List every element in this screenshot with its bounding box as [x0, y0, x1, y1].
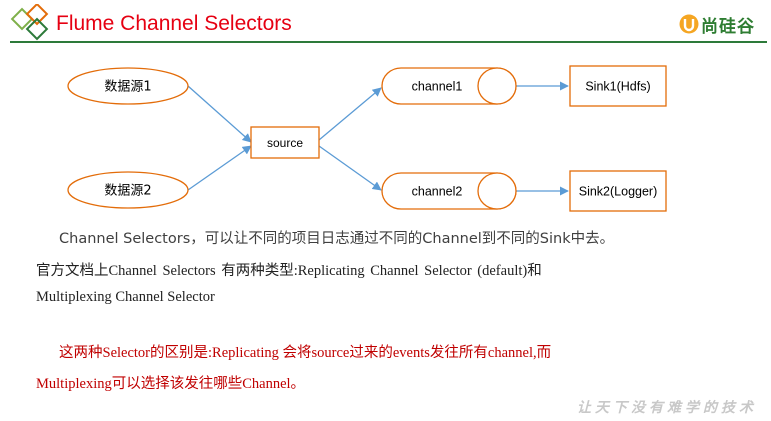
edge-source2-to-source: [187, 145, 252, 191]
types-line-continued: Multiplexing Channel Selector: [36, 289, 215, 305]
sink-2-node: Sink2(Logger): [569, 170, 667, 212]
footer-slogan: 让天下没有难学的技术: [577, 400, 757, 416]
header-divider: [10, 41, 767, 43]
intro-line: Channel Selectors，可以让不同的项目日志通过不同的Channel…: [59, 231, 615, 247]
source-label: source: [267, 136, 303, 150]
difference-line: 这两种Selector的区别是:Replicating 会将source过来的e…: [59, 345, 552, 361]
slide-header: Flume Channel Selectors 尚硅谷: [0, 0, 771, 44]
edge-source-to-channel2: [318, 145, 382, 191]
channel-2-node: channel2: [381, 172, 517, 210]
brand-logo: 尚硅谷: [679, 11, 755, 37]
edge-source1-to-source: [187, 85, 252, 143]
channel-1-node: channel1: [381, 67, 517, 105]
datasource-2-node: 数据源2: [67, 171, 189, 209]
flow-diagram: 数据源1 数据源2 source channel1 channel2 Sink1…: [67, 65, 667, 212]
brand-u-icon: [679, 14, 699, 34]
sink-2-label: Sink2(Logger): [579, 185, 658, 199]
types-line: 官方文档上Channel Selectors 有两种类型:Replicating…: [36, 263, 542, 279]
page-title: Flume Channel Selectors: [56, 12, 292, 35]
logo-diamonds-icon: [10, 4, 49, 41]
datasource-1-node: 数据源1: [67, 67, 189, 105]
source-node: source: [250, 126, 320, 159]
datasource-1-label: 数据源1: [104, 80, 151, 95]
channel-2-label: channel2: [412, 185, 463, 199]
edge-source-to-channel1: [318, 87, 382, 141]
sink-1-node: Sink1(Hdfs): [569, 65, 667, 107]
brand-name: 尚硅谷: [701, 16, 755, 37]
difference-line-continued: Multiplexing可以选择该发往哪些Channel。: [36, 376, 306, 392]
datasource-2-label: 数据源2: [104, 184, 151, 199]
channel-1-label: channel1: [412, 80, 463, 94]
sink-1-label: Sink1(Hdfs): [585, 80, 650, 94]
